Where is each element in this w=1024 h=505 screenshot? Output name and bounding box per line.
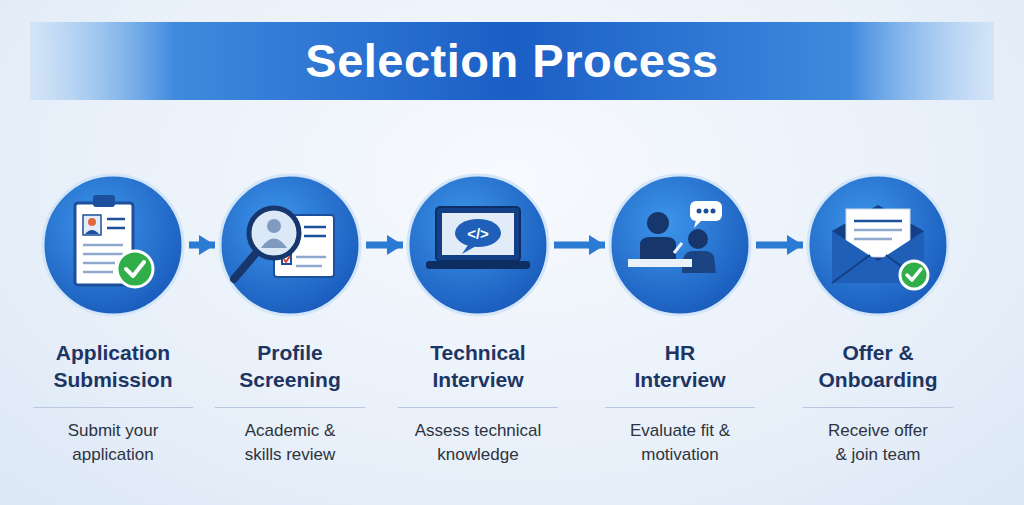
- step-circle: Application SubmissionSubmit your applic…: [43, 175, 183, 315]
- step-circles: [43, 175, 948, 315]
- divider-line: Receive offer & join team: [803, 407, 953, 467]
- step-description: Evaluate fit & motivation: [610, 408, 750, 467]
- divider-line: Evaluate fit & motivation: [605, 407, 755, 467]
- flow-arrow: [189, 242, 215, 249]
- step-description: Submit your application: [38, 408, 188, 467]
- step-circle: Offer & OnboardingReceive offer & join t…: [808, 175, 948, 315]
- interview-icon: [628, 201, 722, 273]
- divider-line: Academic & skills review: [215, 407, 365, 467]
- code-symbol: </>: [467, 225, 489, 242]
- step-heading: Profile Screening: [225, 339, 355, 393]
- title: Selection Process: [0, 33, 1024, 88]
- step-circle: Technical InterviewAssess technical know…: [408, 175, 548, 315]
- step-circle: Profile ScreeningAcademic & skills revie…: [220, 175, 360, 315]
- envelope-icon: [832, 205, 928, 289]
- step-description: Assess technical knowledge: [403, 408, 553, 467]
- flow-arrow: [756, 242, 803, 249]
- laptop-icon: [426, 207, 530, 269]
- divider-line: Submit your application: [33, 407, 193, 467]
- clipboard-icon: [75, 195, 153, 287]
- step-description: Receive offer & join team: [822, 408, 934, 467]
- step-heading: Offer & Onboarding: [808, 339, 948, 393]
- divider-line: Assess technical knowledge: [398, 407, 558, 467]
- magnifier-icon: [234, 208, 334, 279]
- step-heading: HR Interview: [625, 339, 735, 393]
- flow-arrow: [366, 242, 403, 249]
- step-heading: Application Submission: [38, 339, 188, 393]
- step-description: Academic & skills review: [225, 408, 355, 467]
- step-circle: HR InterviewEvaluate fit & motivation: [610, 175, 750, 315]
- flow-arrow: [554, 242, 605, 249]
- step-heading: Technical Interview: [408, 339, 548, 393]
